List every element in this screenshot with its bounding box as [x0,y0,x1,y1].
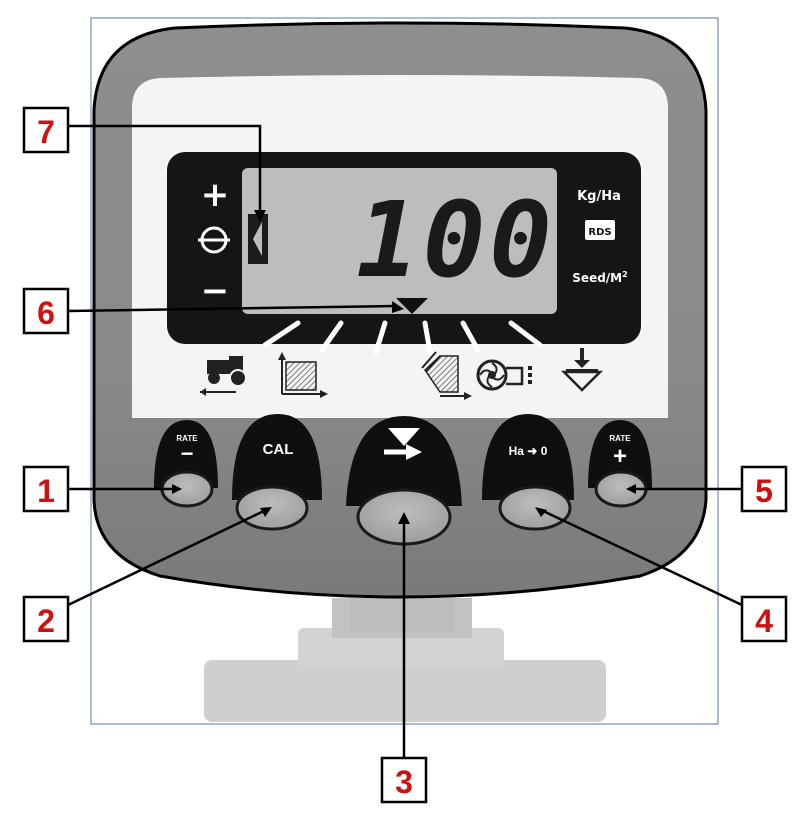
callout-2: 2 [22,595,70,643]
plus-indicator: + [201,175,230,215]
rate-minus-sign: − [181,441,194,466]
rate-plus-small-label: RATE [609,434,631,443]
unit-seed-m2: Seed/M2 [572,270,627,285]
enter-symbol [384,428,422,460]
callout-4: 4 [740,595,788,643]
tractor-speed-icon [200,356,247,396]
leader-lines [67,124,743,758]
callout-7: 7 [22,106,70,154]
lcd-screen [242,168,557,314]
callout-3: 3 [380,756,428,804]
ha-reset-label: Ha ➜ 0 [509,444,548,458]
svg-text:6: 6 [37,295,55,331]
button-arches [154,414,652,506]
svg-text:RDS: RDS [588,227,611,238]
rds-logo: RDS [585,220,615,240]
unit-kg-ha: Kg/Ha [577,189,621,204]
target-icon [198,226,230,254]
cal-label: CAL [263,441,294,458]
callout-6: 6 [22,287,70,335]
leader-arrowheads [172,210,636,524]
rate-bar-indicator [248,214,268,264]
svg-text:2: 2 [37,603,55,639]
svg-text:5: 5 [755,473,773,509]
minus-indicator: − [201,271,230,311]
rate-minus-small-label: RATE [176,434,198,443]
function-selector-marks [262,320,543,355]
function-pointer [396,298,428,314]
svg-text:3: 3 [395,764,413,800]
svg-text:1: 1 [37,473,55,509]
cal-button[interactable] [235,485,309,531]
area-remaining-icon [421,351,472,400]
rate-plus-sign: + [613,443,627,470]
svg-text:4: 4 [755,603,773,639]
lcd-reading: 100 [356,179,556,301]
area-icon [278,352,328,398]
svg-text:7: 7 [37,114,55,150]
fan-speed-icon [476,359,532,391]
ha-reset-button[interactable] [498,485,572,531]
hopper-level-icon [560,348,604,392]
callout-5: 5 [740,465,788,513]
callout-1: 1 [22,465,70,513]
